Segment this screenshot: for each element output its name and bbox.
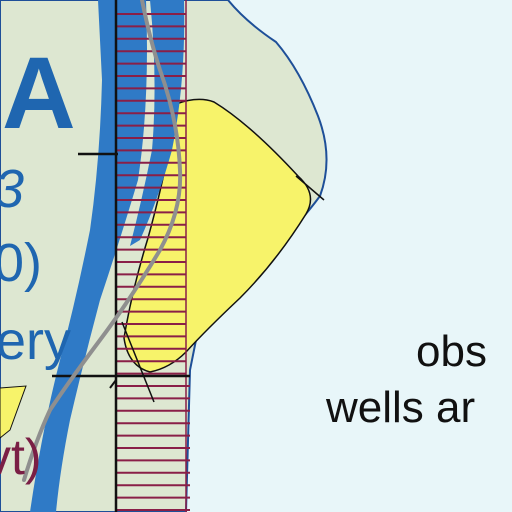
arrow-mark: [109, 379, 117, 389]
annotation-text-line2: wells ar: [326, 383, 476, 432]
aquifer-zone-left: [0, 385, 27, 439]
stream-band: [30, 0, 147, 512]
annotation-text-line1: obs: [416, 327, 487, 376]
map-label-ery: ery: [0, 311, 72, 371]
map-label-vt: vt): [0, 429, 42, 485]
hatched-strip: [116, 0, 190, 512]
gray-trace-line: [22, 0, 183, 482]
map-label-paren: 0): [0, 233, 43, 293]
stream-band-east: [130, 0, 185, 246]
map-label-number: 3: [0, 162, 24, 216]
pointer-line: [121, 321, 155, 403]
map-label-feature-letter: A: [2, 36, 76, 150]
aquifer-zone-right: [123, 98, 312, 373]
pointer-line-2: [295, 175, 325, 201]
